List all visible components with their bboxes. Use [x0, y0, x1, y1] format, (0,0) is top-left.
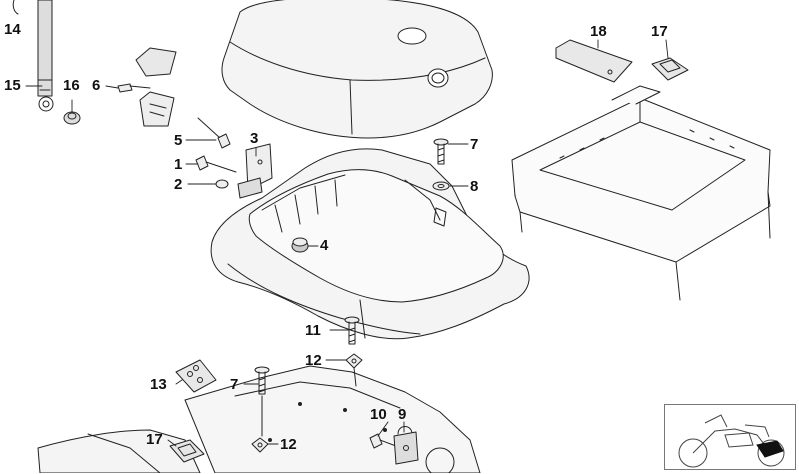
lock-housing	[135, 47, 177, 127]
callout-7-upper: 7	[470, 136, 479, 153]
callout-8: 8	[470, 178, 479, 195]
part-4-bump-stop	[291, 237, 309, 253]
part-2-washer	[215, 179, 229, 189]
part-13-clip	[175, 359, 217, 393]
callout-5: 5	[174, 132, 183, 149]
part-1-bolt	[195, 155, 237, 173]
callout-4: 4	[320, 237, 329, 254]
part-17-clip-bottom	[169, 439, 205, 463]
callout-15: 15	[4, 77, 21, 94]
callout-12-upper: 12	[305, 352, 322, 369]
case-base-shell	[210, 148, 530, 340]
part-6-screw	[117, 83, 151, 93]
part-8-washer	[432, 181, 450, 191]
part-18-plate	[555, 39, 633, 83]
callout-18: 18	[590, 23, 607, 40]
motorcycle-sketch	[678, 414, 785, 468]
callout-3: 3	[250, 130, 259, 147]
part-5-pin	[197, 117, 231, 149]
part-9-lock-bracket	[393, 426, 419, 465]
callout-17-lower: 17	[146, 431, 163, 448]
part-10-bolt	[369, 433, 397, 449]
callout-16: 16	[63, 77, 80, 94]
part-12-nut-upper	[345, 353, 363, 387]
top-case-lid	[221, 0, 493, 139]
callout-9: 9	[398, 406, 407, 423]
strap-assembly	[12, 0, 54, 112]
location-thumbnail	[664, 404, 796, 470]
part-7-screw-upper	[433, 138, 449, 165]
part-11-screw	[344, 316, 360, 345]
callout-10: 10	[370, 406, 387, 423]
callout-17-upper: 17	[651, 23, 668, 40]
callout-1: 1	[174, 156, 183, 173]
part-16-grommet	[63, 111, 81, 125]
part-17-clip-top	[651, 57, 689, 81]
callout-11: 11	[305, 322, 321, 339]
part-7-screw-lower	[254, 366, 270, 437]
callout-14: 14	[4, 21, 21, 38]
leader-lines	[25, 39, 669, 447]
callout-2: 2	[174, 176, 183, 193]
callout-7-lower: 7	[230, 376, 239, 393]
callout-12-lower: 12	[280, 436, 297, 453]
part-3-bracket	[237, 143, 273, 199]
callout-13: 13	[150, 376, 167, 393]
carrier-frame	[511, 85, 771, 301]
callout-6: 6	[92, 77, 101, 94]
